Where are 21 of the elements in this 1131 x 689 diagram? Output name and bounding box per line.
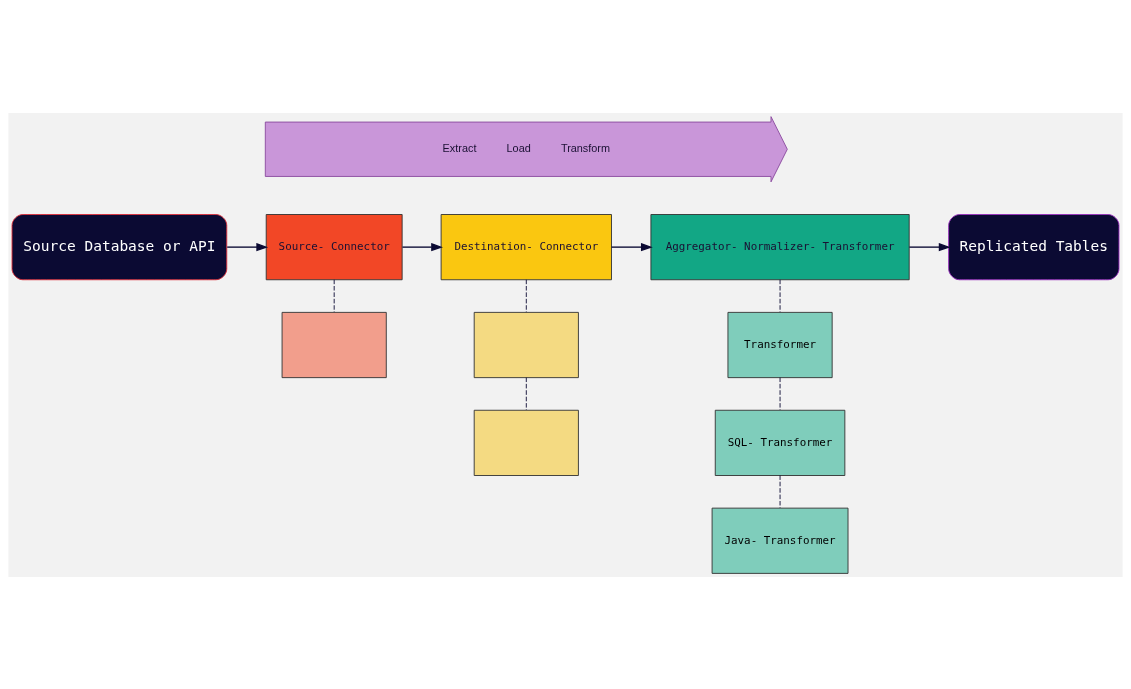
node-box: Transformer bbox=[727, 311, 833, 378]
node-box: Aggregator- Normalizer- Transformer bbox=[650, 213, 910, 280]
node-box: Destination- Connector bbox=[440, 213, 612, 280]
node-box: Source Database or API bbox=[11, 213, 228, 280]
connector bbox=[333, 278, 335, 313]
connector bbox=[525, 278, 527, 313]
connector bbox=[779, 376, 781, 410]
node-box: Replicated Tables bbox=[948, 213, 1120, 280]
arrow bbox=[401, 242, 443, 251]
arrow bbox=[610, 242, 653, 251]
node-box: Source- Connector bbox=[265, 213, 403, 280]
connector bbox=[779, 278, 781, 313]
node-box bbox=[281, 311, 387, 378]
node-box: SQL- Transformer bbox=[714, 409, 846, 476]
connector bbox=[525, 376, 527, 410]
arrow bbox=[226, 242, 269, 251]
node-box bbox=[473, 409, 579, 476]
arrow bbox=[908, 242, 951, 251]
node-box: Java- Transformer bbox=[711, 507, 849, 574]
node-box bbox=[473, 311, 579, 378]
connector bbox=[779, 474, 781, 508]
